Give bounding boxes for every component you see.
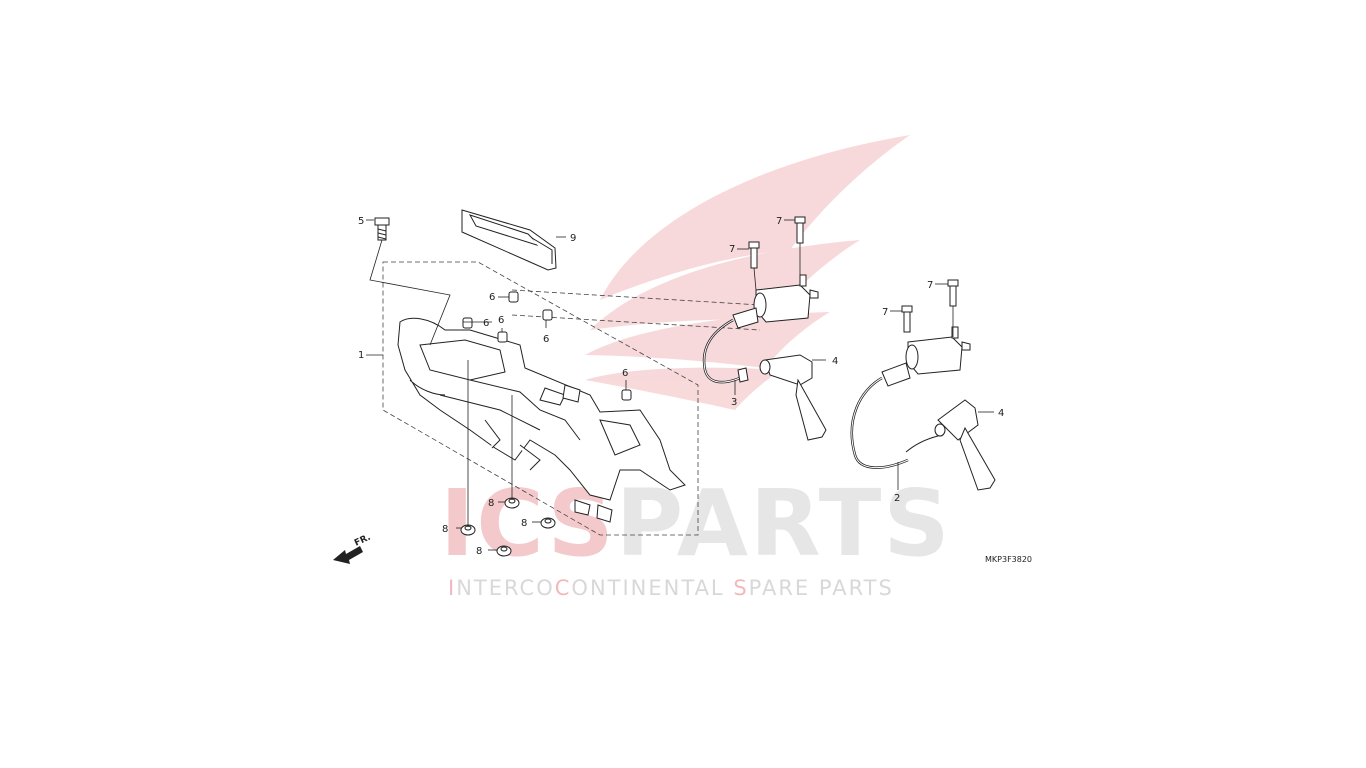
callout-9: 9 — [570, 233, 576, 244]
front-direction-arrow: FR. — [333, 533, 372, 564]
bolt-part-5 — [374, 217, 390, 241]
leader-lines — [366, 219, 994, 551]
callout-7a: 7 — [776, 216, 782, 227]
brand-tagline: INTERCOCONTINENTAL SPARE PARTS — [448, 576, 894, 600]
callout-6a: 6 — [489, 292, 495, 303]
callout-4a: 4 — [832, 356, 838, 367]
callout-7b: 7 — [729, 244, 735, 255]
callout-2: 2 — [894, 493, 900, 504]
plug-cap-part-4-right — [934, 399, 996, 491]
svg-text:ICSPARTS: ICSPARTS — [440, 470, 952, 577]
callout-5: 5 — [358, 216, 364, 227]
wing-logo-watermark — [585, 135, 910, 410]
grommets-part-8 — [460, 497, 556, 557]
plug-cap-part-4-left — [759, 354, 827, 441]
callout-8d: 8 — [476, 546, 482, 557]
callout-4b: 4 — [998, 408, 1004, 419]
callout-7c: 7 — [927, 280, 933, 291]
callout-6b: 6 — [483, 318, 489, 329]
callout-6c: 6 — [498, 315, 504, 326]
rear-frame-bracket — [397, 317, 686, 523]
assembly-boundary — [382, 261, 761, 536]
collars-part-6 — [462, 291, 632, 401]
diagram-code: MKP3F3820 — [985, 555, 1032, 564]
cover-part-9 — [461, 209, 557, 271]
callout-8c: 8 — [521, 518, 527, 529]
ignition-coil-part-2 — [850, 326, 971, 469]
callout-6d: 6 — [543, 334, 549, 345]
callout-7d: 7 — [882, 307, 888, 318]
callout-8a: 8 — [488, 498, 494, 509]
bolts-part-7 — [748, 216, 959, 333]
callout-3: 3 — [731, 397, 737, 408]
callout-1: 1 — [358, 350, 364, 361]
front-direction-label: FR. — [353, 533, 372, 549]
callout-8b: 8 — [442, 524, 448, 535]
callout-labels: 5 1 9 6 6 6 6 6 7 7 7 7 4 4 3 2 8 8 8 8 — [358, 216, 1004, 557]
callout-6e: 6 — [622, 368, 628, 379]
